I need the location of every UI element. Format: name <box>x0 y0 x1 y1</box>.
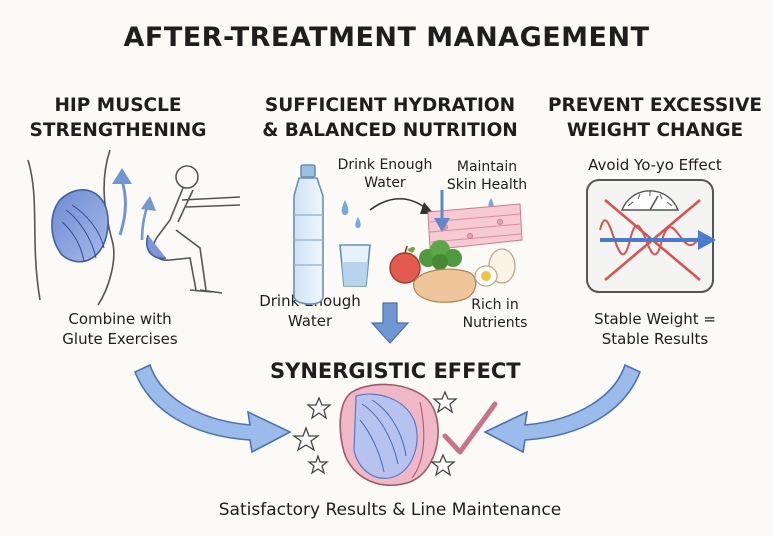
footer-caption: Satisfactory Results & Line Maintenance <box>218 500 562 520</box>
arrow-up-icon <box>112 168 132 236</box>
synergy-label: SYNERGISTIC EFFECT <box>270 359 521 383</box>
chicken-icon <box>413 268 477 303</box>
glute-muscle-icon <box>27 149 115 306</box>
left-sweep-arrow <box>133 363 292 454</box>
arrow-down-icon <box>370 302 410 344</box>
hip-heading: HIP MUSCLE STRENGTHENING <box>29 95 207 141</box>
avoid-yoyo-label: Avoid Yo-yo Effect <box>588 156 722 174</box>
star-icon <box>291 390 458 477</box>
stable-weight-note: Stable Weight = Stable Results <box>594 310 716 348</box>
arrow-up-icon <box>140 196 156 241</box>
glute-note: Combine with Glute Exercises <box>62 310 178 348</box>
water-glass-icon <box>339 244 371 287</box>
broccoli-icon <box>419 240 462 283</box>
arrow-down-icon <box>434 190 450 232</box>
weight-heading: PREVENT EXCESSIVE WEIGHT CHANGE <box>547 95 763 141</box>
skin-health-label: Maintain Skin Health <box>446 159 528 193</box>
stable-arrow-icon <box>600 230 716 250</box>
egg-icon <box>474 248 516 287</box>
page-title: AFTER-TREATMENT MANAGEMENT <box>123 22 650 53</box>
apple-icon <box>389 245 421 284</box>
hydration-heading: SUFFICIENT HYDRATION & BALANCED NUTRITIO… <box>262 95 518 141</box>
nutrients-label: Rich in Nutrients <box>462 297 528 331</box>
right-sweep-arrow <box>483 363 642 454</box>
squat-figure-icon <box>146 165 241 294</box>
water-drop-icon <box>341 198 494 228</box>
hip-muscle-icon <box>339 383 439 487</box>
curved-arrow-icon <box>369 198 434 214</box>
skin-layers-icon <box>427 203 523 251</box>
check-icon <box>442 401 498 455</box>
water-bottle-icon <box>293 164 324 305</box>
drink-water-label-top: Drink Enough Water <box>337 157 433 191</box>
